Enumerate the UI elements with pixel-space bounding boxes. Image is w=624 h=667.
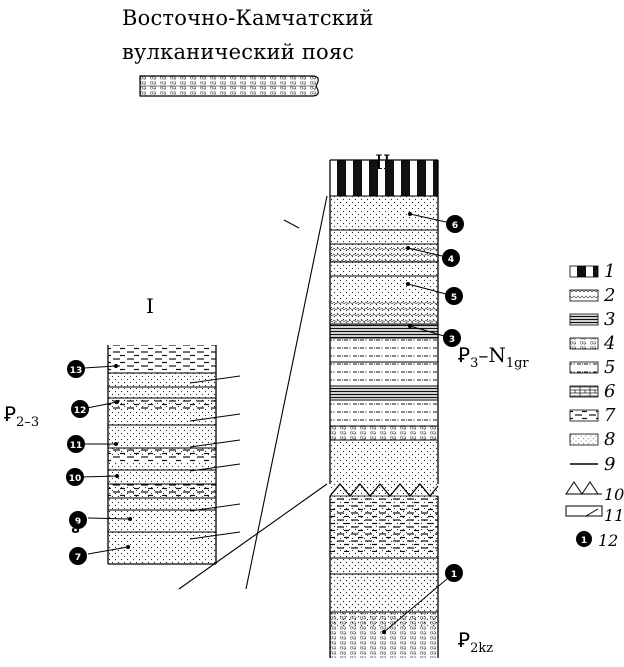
column-II [330,160,447,658]
legend-number-10: 10 [604,485,624,504]
marker-1: 1 [451,570,457,580]
legend-number-12: 12 [598,531,618,550]
legend-number-11: 11 [604,506,624,525]
column-I [82,345,240,564]
marker-3: 3 [449,335,455,345]
marker-7: 7 [75,553,81,563]
volcanic-belt-scroll [140,76,318,96]
legend-number-4: 4 [603,333,615,354]
legend-number-6: 6 [604,381,615,402]
marker-10: 10 [69,474,82,484]
marker-6: 6 [452,221,458,231]
legend-marker-sample: 1 [581,536,587,546]
legend: 1 [566,266,602,547]
marker-12: 12 [74,406,87,416]
marker-8: 8 [71,522,80,537]
marker-4: 4 [448,255,454,265]
legend-number-2: 2 [603,285,615,306]
legend-number-1: 1 [604,261,615,282]
legend-number-8: 8 [604,429,615,450]
legend-number-5: 5 [604,357,615,378]
legend-number-9: 9 [604,454,615,475]
marker-13: 13 [70,366,83,376]
legend-number-3: 3 [604,309,615,330]
legend-number-7: 7 [604,405,616,426]
marker-11: 11 [70,441,83,451]
marker-5: 5 [451,293,457,303]
